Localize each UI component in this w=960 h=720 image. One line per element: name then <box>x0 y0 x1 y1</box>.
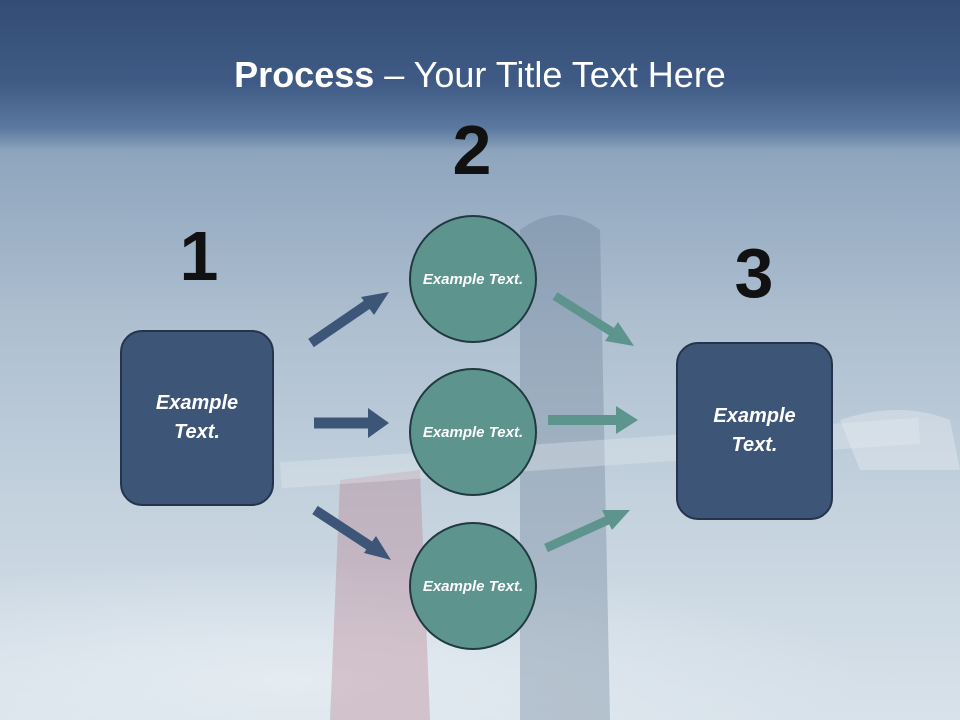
title-rest: – Your Title Text Here <box>374 54 726 95</box>
step-2-text-top: Example Text. <box>422 270 524 288</box>
step-1-box: Example Text. <box>120 330 274 506</box>
step-1-text: Example Text. <box>155 392 239 443</box>
step-2-text-bottom: Example Text. <box>422 577 524 595</box>
arrow-1-to-bottom <box>312 505 391 560</box>
arrow-1-to-middle <box>314 408 389 438</box>
title-band <box>0 0 960 150</box>
step-2-circle-top: Example Text. <box>409 215 537 343</box>
slide-title: Process – Your Title Text Here <box>0 52 960 98</box>
step-number-1: 1 <box>179 217 219 295</box>
step-number-3: 3 <box>734 234 774 312</box>
step-number-2: 2 <box>452 111 492 189</box>
step-3-box: Example Text. <box>676 342 833 520</box>
arrow-top-to-3 <box>552 292 634 346</box>
arrow-middle-to-3 <box>548 406 638 434</box>
step-2-text-middle: Example Text. <box>422 423 524 441</box>
arrow-bottom-to-3 <box>544 510 630 553</box>
title-bold: Process <box>234 54 375 95</box>
step-3-text: Example Text. <box>713 405 796 456</box>
arrow-1-to-top <box>308 292 389 348</box>
step-2-circle-middle: Example Text. <box>409 368 537 496</box>
step-2-circle-bottom: Example Text. <box>409 522 537 650</box>
